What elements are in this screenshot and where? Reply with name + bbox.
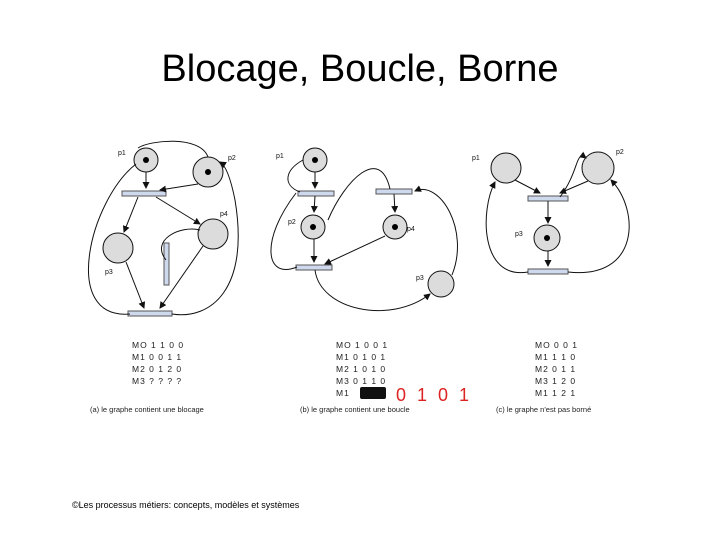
label-p4-b: p4 [407,226,415,233]
arc-b-6 [327,168,391,221]
panel-b: p1 p2 p4 p3 MO 1 0 0 1 M1 0 1 0 1 M2 1 0… [270,147,472,414]
label-p2-c: p2 [616,149,624,156]
marking-c-1: M1 1 1 0 [535,352,576,362]
transition-t3-b [295,264,333,271]
arc-a-5 [125,261,146,309]
transition-t2-a [163,242,170,286]
place-p3-b [427,270,455,298]
token-p4-b [392,224,398,230]
label-p1-c: p1 [472,155,480,162]
marking-c-2: M2 0 1 1 [535,364,576,374]
marking-c-4: M1 1 2 1 [535,388,576,398]
token-p1-a [143,157,149,163]
marking-c-3: M3 1 2 0 [535,376,576,386]
arc-a-4 [155,196,201,225]
marking-b-0: MO 1 0 0 1 [336,340,388,350]
label-p2-b: p2 [288,219,296,226]
slide-title: Blocage, Boucle, Borne [161,48,559,90]
token-p1-b [312,157,318,163]
arc-c-6 [567,179,630,274]
place-p2-c [581,151,615,185]
arc-b-4 [391,193,399,213]
caption-a: (a) le graphe contient une blocage [90,405,204,414]
arc-c-7 [559,151,587,198]
handwritten-annotation: 0 1 0 1 [396,385,472,405]
marking-a-2: M2 0 1 2 0 [132,364,182,374]
label-p1-a: p1 [118,150,126,157]
redacted-block [360,387,386,399]
transition-t2-b [375,188,413,195]
transition-t1-a [121,190,167,197]
arc-c-2 [559,180,589,194]
transition-t1-b [297,190,335,197]
transition-t2-c [527,268,569,275]
petri-net-figure: p1 p2 p4 p3 MO 1 1 0 0 M1 0 0 1 1 M2 0 1… [88,140,630,414]
label-p3-b: p3 [416,275,424,282]
label-p3-a: p3 [105,269,113,276]
transition-t1-c [527,195,569,202]
arc-b-9 [414,185,458,276]
arc-c-1 [514,179,541,194]
panel-a: p1 p2 p4 p3 MO 1 1 0 0 M1 0 0 1 1 M2 0 1… [88,140,239,414]
arc-c-5 [485,181,529,274]
arc-b-7 [287,159,304,193]
token-p3-c [544,235,550,241]
token-p2-a [205,169,211,175]
label-p3-c: p3 [515,231,523,238]
label-p1-b: p1 [276,153,284,160]
footer-copyright: ©Les processus métiers: concepts, modèle… [72,500,300,510]
arc-b-8 [314,269,431,312]
arc-a-7 [137,140,209,158]
marking-c-0: MO 0 0 1 [535,340,578,350]
place-p1-c [490,152,522,184]
panel-c: p1 p2 p3 MO 0 0 1 M1 1 1 0 M2 0 1 1 M3 1… [472,149,630,414]
arc-b-5 [324,235,386,265]
transition-t3-a [127,310,173,317]
marking-a-1: M1 0 0 1 1 [132,352,182,362]
arc-a-10 [161,228,201,261]
arc-a-2 [159,183,199,193]
label-p4-a: p4 [220,211,228,218]
arc-a-8 [88,163,137,315]
arc-a-9 [171,161,239,316]
marking-a-3: M3 ? ? ? ? [132,376,182,386]
marking-a-0: MO 1 1 0 0 [132,340,184,350]
marking-b-2: M2 1 0 1 0 [336,364,386,374]
place-p4-a [197,218,229,250]
caption-b: (b) le graphe contient une boucle [300,405,410,414]
arc-b-10 [270,192,298,270]
marking-b-4: M1 [336,388,350,398]
arc-b-2 [310,195,318,213]
arc-a-3 [122,196,139,233]
caption-c: (c) le graphe n'est pas borné [496,405,591,414]
marking-b-3: M3 0 1 1 0 [336,376,386,386]
token-p2-b [310,224,316,230]
marking-b-1: M1 0 1 0 1 [336,352,386,362]
arc-a-6 [159,245,204,309]
place-p3-a [102,232,134,264]
label-p2-a: p2 [228,155,236,162]
